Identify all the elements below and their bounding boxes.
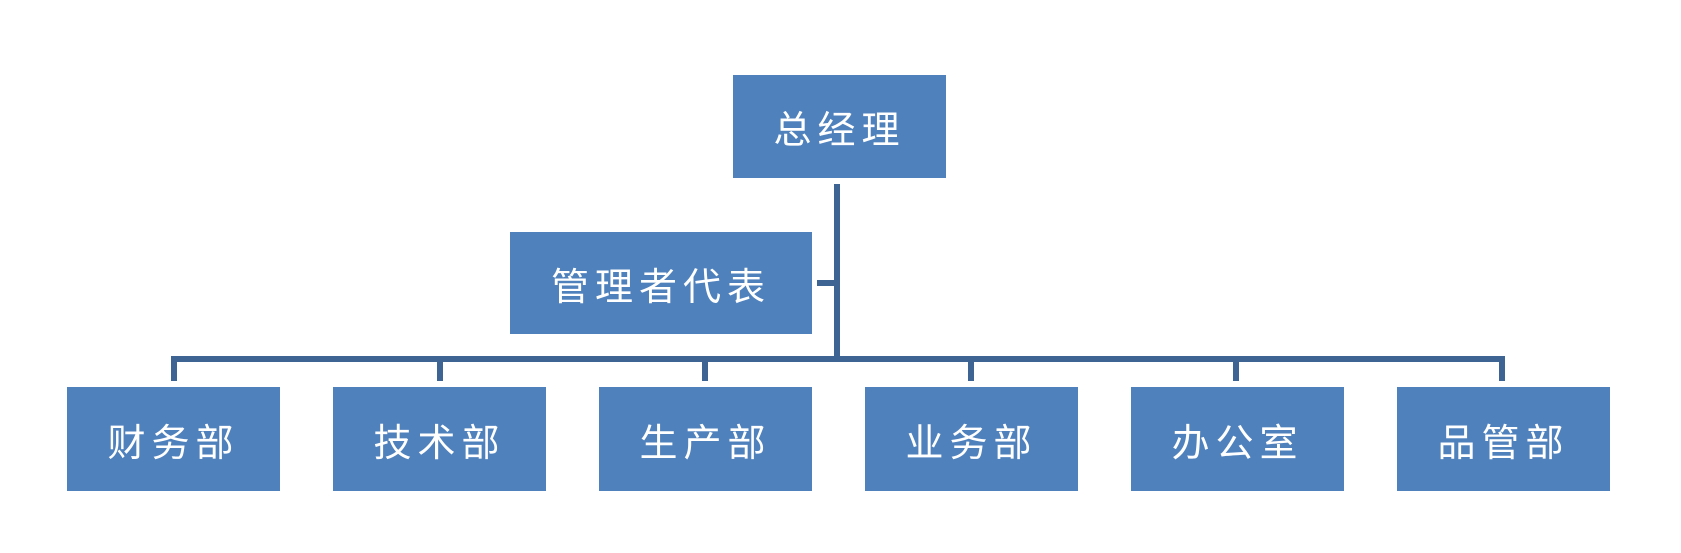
connector-department-drop xyxy=(171,356,177,381)
node-management-representative: 管理者代表 xyxy=(510,232,812,334)
connector-department-drop xyxy=(1233,356,1239,381)
node-department: 技术部 xyxy=(333,387,546,491)
connector-department-drop xyxy=(1499,356,1505,381)
connector-root-trunk xyxy=(834,184,840,357)
node-department: 生产部 xyxy=(599,387,812,491)
node-general-manager: 总经理 xyxy=(733,75,946,178)
connector-department-drop xyxy=(702,356,708,381)
node-department: 品管部 xyxy=(1397,387,1610,491)
node-department: 财务部 xyxy=(67,387,280,491)
connector-representative xyxy=(817,280,837,286)
node-department: 办公室 xyxy=(1131,387,1344,491)
connector-department-drop xyxy=(968,356,974,381)
connector-department-bus xyxy=(171,356,1503,362)
connector-department-drop xyxy=(437,356,443,381)
node-department: 业务部 xyxy=(865,387,1078,491)
